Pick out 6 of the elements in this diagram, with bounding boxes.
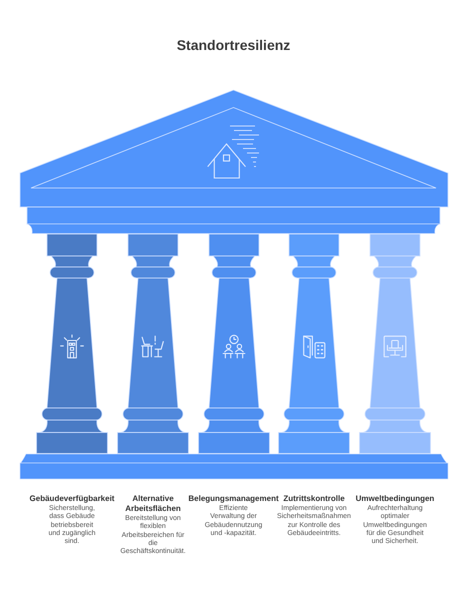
heading: Belegungsmanagement [188, 494, 279, 504]
heading: Zutrittskontrolle [283, 494, 345, 504]
heading: Umweltbedingungen [356, 494, 434, 504]
heading: Gebäudeverfügbarkeit [30, 494, 114, 504]
heading: Alternative Arbeitsflächen [124, 494, 182, 514]
title: Standortresilienz [176, 37, 290, 54]
